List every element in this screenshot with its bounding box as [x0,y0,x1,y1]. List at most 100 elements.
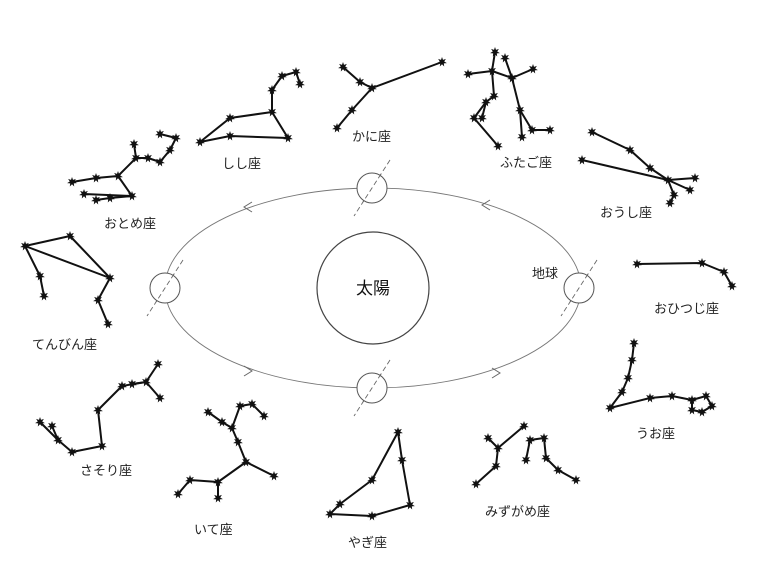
star-icon [91,173,101,183]
star-icon [93,295,103,305]
star-icon [617,387,627,397]
star-icon [225,131,235,141]
star-icon [483,433,493,443]
constellation-ohitsuji: おひつじ座 [632,258,737,317]
star-icon [587,127,597,137]
star-icon [489,91,499,101]
star-icon [173,489,183,499]
star-icon [627,355,637,365]
star-icon [517,132,527,142]
star-icon [697,407,707,417]
constellation-label-futago: ふたご座 [500,155,552,171]
sun: 太陽 [316,231,430,345]
star-icon [521,455,531,465]
star-icon [295,79,305,89]
star-icon [701,391,711,401]
star-icon [481,97,491,107]
star-icon [259,411,269,421]
constellation-label-shishi: しし座 [222,157,261,172]
star-icon [719,267,729,277]
star-icon [629,338,639,348]
constellation-uo: うお座 [605,338,717,442]
star-icon [577,155,587,165]
star-icon [471,479,481,489]
star-icon [541,453,551,463]
star-icon [217,417,227,427]
star-icon [665,198,675,208]
constellation-sasori: さそり座 [35,359,165,479]
star-icon [269,471,279,481]
star-icon [367,475,377,485]
star-icon [507,73,517,83]
star-icon [687,395,697,405]
star-icon [213,493,223,503]
star-icon [93,405,103,415]
star-icon [141,377,151,387]
star-icon [697,258,707,268]
star-icon [487,66,497,76]
constellation-label-sasori: さそり座 [80,464,132,479]
star-icon [539,433,549,443]
star-icon [247,399,257,409]
star-icon [35,271,45,281]
constellation-label-uo: うお座 [636,427,675,442]
star-icon [669,190,679,200]
star-icon [53,435,63,445]
star-icon [117,381,127,391]
star-icon [227,423,237,433]
star-icon [113,171,123,181]
star-icon [528,64,538,74]
star-icon [493,141,503,151]
star-icon [500,53,510,63]
star-icon [105,193,115,203]
star-icon [667,391,677,401]
constellation-label-yagi: やぎ座 [348,536,387,551]
star-icon [67,177,77,187]
star-icon [267,85,277,95]
star-icon [623,373,633,383]
constellation-label-ite: いて座 [194,523,233,538]
orbit-arrow-bottom-left [243,365,253,377]
star-icon [225,113,235,123]
star-icon [67,447,77,457]
constellation-mizugame: みずがめ座 [471,421,581,520]
star-icon [153,359,163,369]
star-icon [347,105,357,115]
star-icon [91,195,101,205]
star-icon [463,69,473,79]
star-icon [685,185,695,195]
star-icon [129,139,139,149]
star-icon [195,137,205,147]
earth-position-bottom [353,359,391,417]
star-icon [267,107,277,117]
constellation-futago: ふたご座 [463,47,555,171]
star-icon [291,67,301,77]
star-icon [490,47,500,57]
star-icon [493,443,503,453]
earth-position-right [560,259,598,317]
star-icon [233,437,243,447]
star-icon [367,511,377,521]
constellation-label-mizugame: みずがめ座 [485,505,550,520]
star-icon [519,421,529,431]
constellation-label-ohitsuji: おひつじ座 [654,302,719,317]
star-icon [65,231,75,241]
constellation-shishi: しし座 [195,67,305,172]
star-icon [127,191,137,201]
star-icon [632,259,642,269]
star-icon [515,105,525,115]
constellation-ite: いて座 [173,399,279,538]
star-icon [338,62,348,72]
star-icon [707,401,717,411]
star-icon [367,83,377,93]
star-icon [241,457,251,467]
star-icon [127,379,137,389]
star-icon [437,57,447,67]
star-icon [97,441,107,451]
constellation-yagi: やぎ座 [325,427,415,551]
earth-position-top [353,159,391,217]
earth-label: 地球 [532,267,558,282]
star-icon [235,401,245,411]
star-icon [525,435,535,445]
star-icon [687,405,697,415]
